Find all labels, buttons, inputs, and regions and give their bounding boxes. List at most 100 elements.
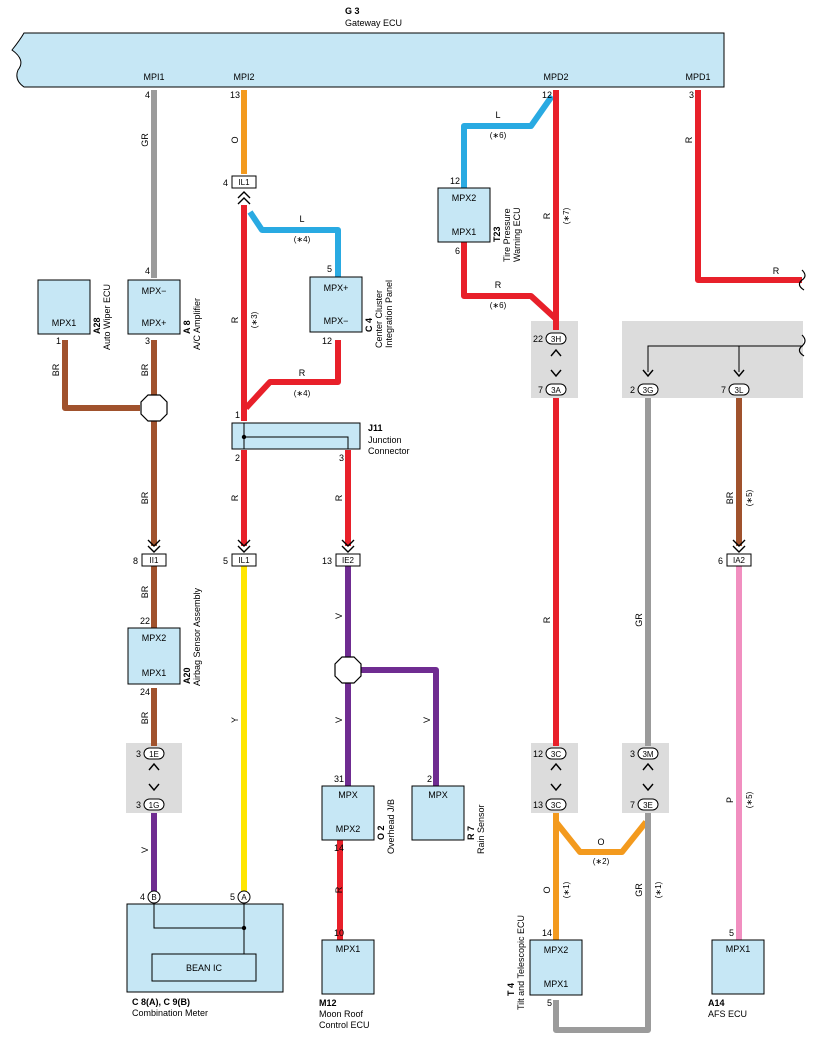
wire-label-v-4: V	[422, 717, 432, 723]
gateway-pin-mpi1: MPI1	[143, 72, 164, 82]
wire-label-r-7: R	[542, 616, 552, 623]
wire-label-r-5: R	[334, 886, 344, 893]
pin-mpi1: 4	[145, 90, 150, 100]
pin-c4-bot: 12	[322, 336, 332, 346]
c4-box	[309, 276, 363, 333]
a8-pin-bot: MPX+	[142, 318, 167, 328]
c8-junction-dot	[241, 925, 247, 931]
m12-box	[321, 939, 375, 995]
bean-ic-label: BEAN IC	[186, 963, 223, 973]
chevron-ia2	[732, 539, 746, 553]
note-1-a: (∗1)	[562, 881, 571, 898]
gateway-pin-mpd2: MPD2	[543, 72, 568, 82]
wire-violet-r7	[361, 667, 439, 786]
wire-label-o-2: O	[542, 886, 552, 893]
connector-1e-label: 1E	[149, 750, 159, 759]
wire-gray-3e-t4	[553, 813, 651, 1033]
wire-label-br-4: BR	[140, 585, 150, 598]
t4-pin-top: MPX2	[544, 945, 569, 955]
pin-j11-2: 2	[235, 453, 240, 463]
wire-label-gr-1: GR	[140, 133, 150, 147]
pin-ii1: 8	[133, 556, 138, 566]
a20-name: Airbag Sensor Assembly	[192, 587, 202, 686]
note-4-a: (∗4)	[294, 235, 311, 244]
pin-3c-top: 12	[533, 749, 543, 759]
connector-3a-label: 3A	[551, 386, 561, 395]
pin-a14: 5	[729, 928, 734, 938]
connector-il1-bottom	[231, 553, 257, 567]
wire-label-o-3: O	[597, 837, 604, 847]
pin-j11-1: 1	[235, 410, 240, 420]
chevron-3l	[733, 369, 745, 378]
pin-j11-3: 3	[339, 453, 344, 463]
wire-label-p-1: P	[725, 797, 735, 803]
wire-label-l-1: L	[299, 214, 304, 224]
pin-ia2: 6	[718, 556, 723, 566]
pin-a28: 1	[56, 336, 61, 346]
connector-il1-top	[231, 175, 257, 189]
a28-name: Auto Wiper ECU	[102, 284, 112, 350]
pin-3l: 7	[721, 385, 726, 395]
gateway-code: G 3	[345, 6, 360, 16]
t23-code: T23	[492, 226, 502, 242]
connector-3a	[545, 383, 567, 396]
connector-3e-label: 3E	[643, 801, 653, 810]
pin-il1-top: 4	[223, 178, 228, 188]
wire-label-br-1: BR	[140, 363, 150, 376]
pin-mpd1: 3	[689, 90, 694, 100]
note-7: (∗7)	[562, 207, 571, 224]
note-3: (∗3)	[250, 311, 259, 328]
wire-label-r-6: R	[542, 212, 552, 219]
pin-3g: 2	[630, 385, 635, 395]
pin-a8-bot: 3	[145, 336, 150, 346]
pin-a20-bot: 24	[140, 687, 150, 697]
j11-name2: Connector	[368, 446, 410, 456]
wire-label-r-8: R	[299, 368, 306, 378]
o2-pin-top: MPX	[338, 790, 358, 800]
connector-ie2-label: IE2	[342, 556, 355, 565]
a8-name: A/C Amplifier	[192, 298, 202, 350]
pin-t23-top: 12	[450, 176, 460, 186]
j11-box	[231, 422, 361, 450]
note-2: (∗2)	[593, 857, 610, 866]
connector-3g-label: 3G	[643, 386, 654, 395]
a8-pin-top: MPX−	[142, 286, 167, 296]
wire-label-br-5: BR	[140, 711, 150, 724]
connector-3m-label: 3M	[642, 750, 653, 759]
a28-box	[37, 279, 91, 335]
pin-a8-top: 4	[145, 266, 150, 276]
pin-3c-bottom: 13	[533, 800, 543, 810]
a14-code: A14	[708, 998, 725, 1008]
note-4-b: (∗4)	[294, 389, 311, 398]
t23-pin-top: MPX2	[452, 193, 477, 203]
wire-red-t23	[461, 242, 558, 321]
wire-label-v-3: V	[334, 717, 344, 723]
a20-pin-bot: MPX1	[142, 668, 167, 678]
connector-1g	[143, 798, 165, 811]
t4-pin-bot: MPX1	[544, 979, 569, 989]
connector-3c-bottom	[545, 798, 567, 811]
r7-pin: MPX	[428, 790, 448, 800]
c4-name1: Center Cluster	[374, 290, 384, 348]
connector-3c-top-label: 3C	[551, 750, 561, 759]
a20-pin-top: MPX2	[142, 633, 167, 643]
wire-blue-t23	[461, 94, 555, 188]
o2-code: O 2	[376, 825, 386, 840]
meter-pin-a	[237, 890, 251, 904]
pin-meter-b: 4	[140, 892, 145, 902]
wire-label-r-4: R	[334, 494, 344, 501]
wire-red-c4-j11	[243, 340, 341, 411]
wire-label-gr-3: GR	[634, 883, 644, 897]
meter-pin-a-label: A	[241, 893, 247, 902]
a14-box	[711, 939, 765, 995]
connector-3h	[545, 332, 567, 345]
pin-o2-bot: 14	[334, 843, 344, 853]
wire-label-br-2: BR	[51, 363, 61, 376]
chevron-ii1	[147, 539, 161, 553]
pin-3m: 3	[630, 749, 635, 759]
connector-il1-top-label: IL1	[238, 178, 250, 187]
c4-pin-top: MPX+	[324, 283, 349, 293]
pin-a20-top: 22	[140, 616, 150, 626]
connector-3l-label: 3L	[735, 386, 744, 395]
